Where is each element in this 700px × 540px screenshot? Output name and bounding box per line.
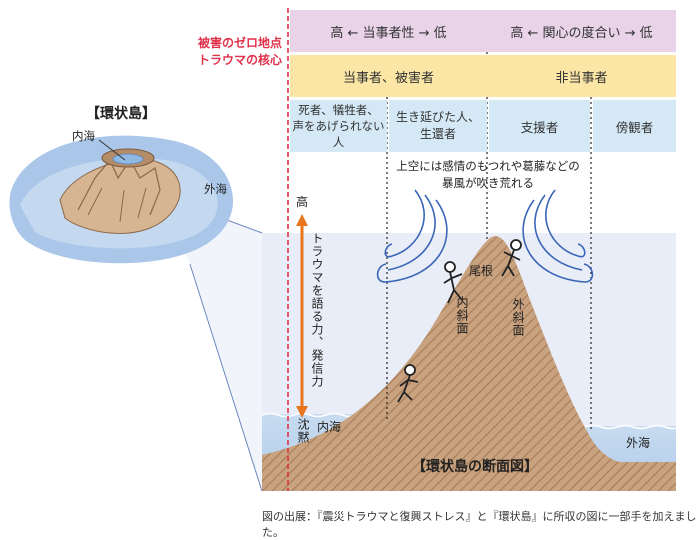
- category-1-line1: 死者、犠牲者、: [298, 103, 379, 117]
- axis-label-parties: 高 ← 当事者性 → 低: [330, 25, 447, 41]
- axis-power-label: トラウマを語る力、発信力: [310, 232, 324, 388]
- island-outer-sea-label: 外海: [204, 182, 227, 196]
- category-3-line1: 支援者: [520, 119, 559, 135]
- section-inner-sea-label: 内海: [317, 420, 342, 434]
- mountain-cross-section: [262, 236, 676, 491]
- category-cell-1: 死者、犠牲者、 声をあげられない人: [290, 100, 387, 152]
- zero-point-label: 被害のゼロ地点 トラウマの核心: [156, 35, 282, 69]
- climber-figure-low: [397, 364, 419, 403]
- axis-high-label: 高: [296, 195, 309, 209]
- axis-band-left: 高 ← 当事者性 → 低: [290, 10, 487, 52]
- axis-label-interest: 高 ← 関心の度合い → 低: [510, 25, 653, 41]
- group-band-right: 非当事者: [487, 55, 676, 97]
- ridge-label: 尾根: [469, 264, 494, 278]
- source-caption: 図の出展：『震災トラウマと復興ストレス』と『環状島』に所収の図に一部手を加えまし…: [262, 510, 697, 539]
- category-2-line1: 生き延びた人、: [395, 110, 480, 124]
- axis-silence-label: 沈黙: [296, 418, 310, 444]
- group-band-left: 当事者、被害者: [290, 55, 487, 97]
- zero-point-line1: 被害のゼロ地点: [197, 36, 282, 50]
- axis-band-right: 高 ← 関心の度合い → 低: [487, 10, 676, 52]
- inner-sea-pointer: [98, 139, 126, 161]
- inner-slope-label: 内斜面: [455, 296, 469, 335]
- section-outer-sea-label: 外海: [626, 436, 651, 450]
- category-1-line2: 声をあげられない人: [292, 119, 385, 149]
- wind-left-icon: [376, 189, 448, 283]
- island-title: 【環状島】: [86, 106, 156, 122]
- zero-point-line2: トラウマの核心: [197, 53, 282, 67]
- section-title: 【環状島の断面図】: [412, 459, 538, 475]
- category-2-line2: 生還者: [419, 127, 456, 141]
- group-label-victims: 当事者、被害者: [342, 70, 434, 86]
- storm-caption-line1: 上空には感情のもつれや葛藤などの: [396, 159, 580, 173]
- storm-caption: 上空には感情のもつれや葛藤などの 暴風が吹き荒れる: [372, 158, 604, 192]
- category-cell-4: 傍観者: [593, 100, 676, 152]
- category-cell-3: 支援者: [489, 100, 590, 152]
- climber-figure-left-ridge: [443, 261, 463, 304]
- ring-island-illustration: [9, 135, 234, 264]
- climber-figure-right-ridge: [501, 239, 522, 277]
- island-inner-sea-label: 内海: [72, 129, 95, 143]
- wind-right-icon: [522, 189, 594, 283]
- outer-slope-label: 外斜面: [511, 298, 525, 337]
- storm-caption-line2: 暴風が吹き荒れる: [442, 176, 534, 190]
- category-4-line1: 傍観者: [615, 119, 654, 135]
- category-cell-2: 生き延びた人、 生還者: [389, 100, 487, 152]
- group-label-nonparties: 非当事者: [555, 70, 608, 86]
